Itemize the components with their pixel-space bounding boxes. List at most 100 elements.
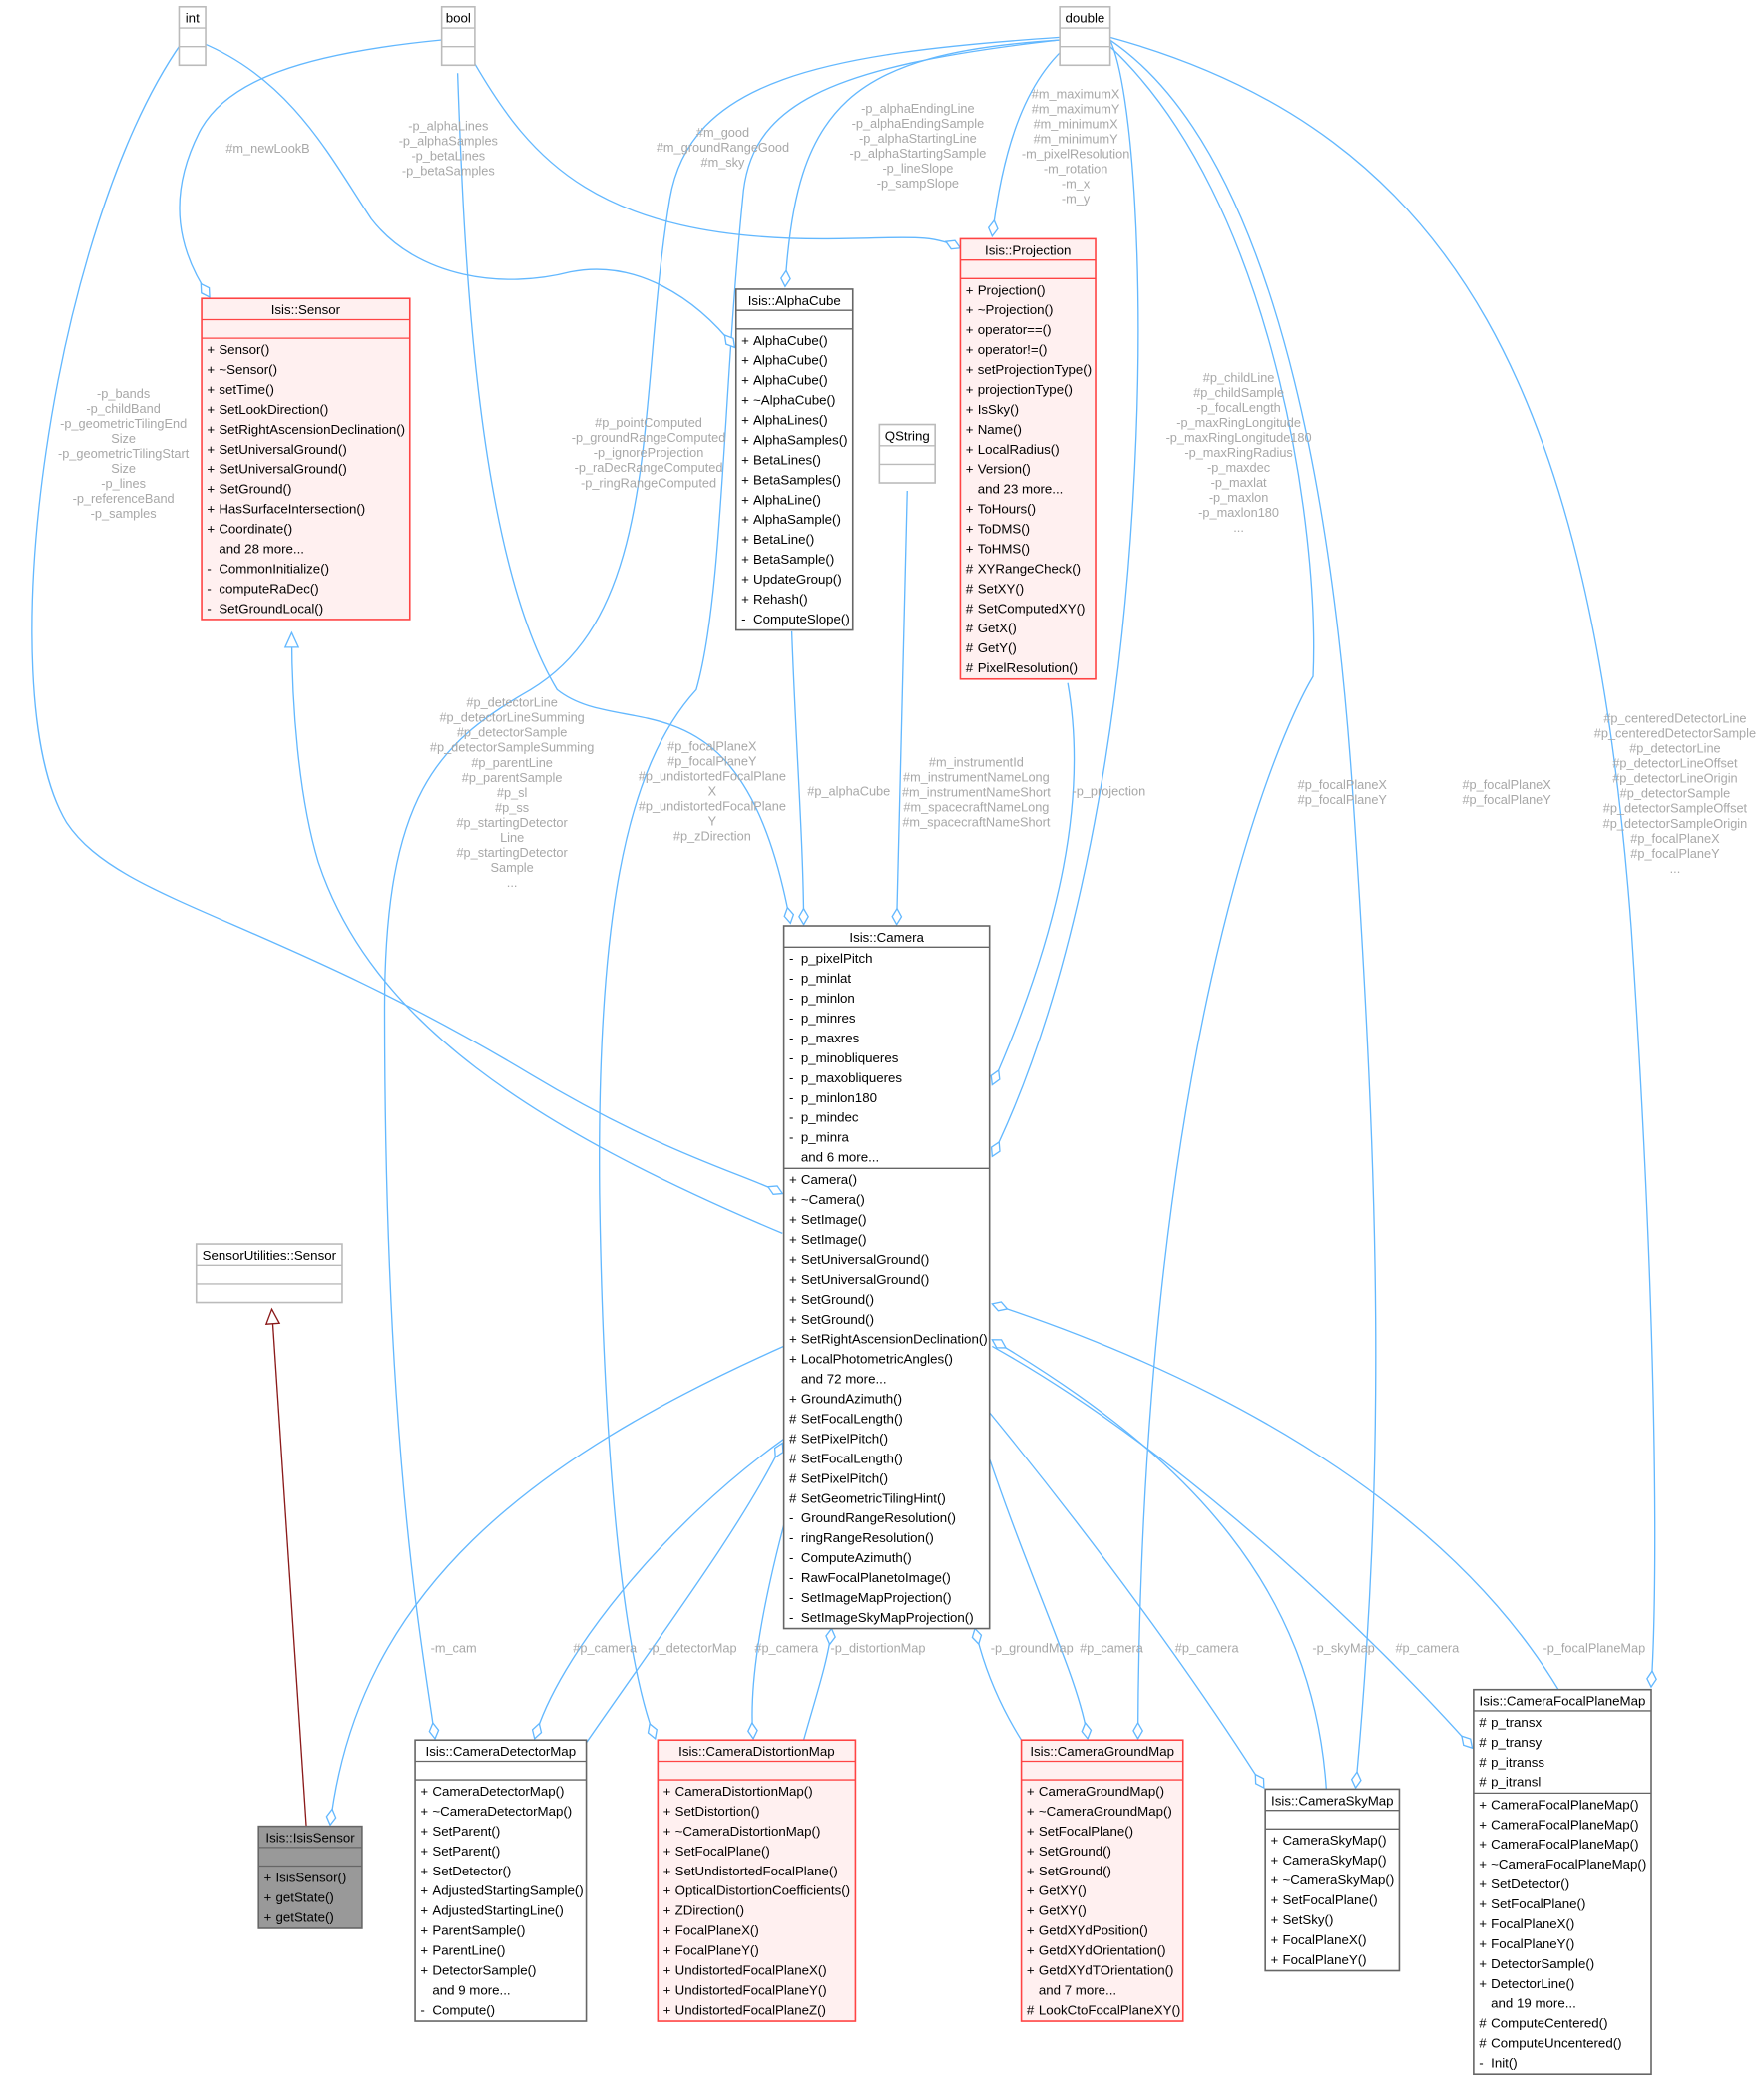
method-item[interactable]: BetaLines() [753, 452, 821, 467]
attribute-item[interactable]: p_itransl [1491, 1775, 1541, 1790]
method-item[interactable]: Rehash() [753, 592, 808, 607]
method-item[interactable]: getState() [275, 1909, 333, 1924]
method-item[interactable]: ComputeCentered() [1491, 2016, 1607, 2031]
method-item[interactable]: SetRightAscensionDeclination() [219, 422, 405, 437]
method-item[interactable]: ~AlphaCube() [753, 393, 835, 408]
method-item[interactable]: getState() [275, 1889, 333, 1904]
method-item[interactable]: GroundRangeResolution() [801, 1510, 956, 1525]
class-skymap[interactable]: Isis::CameraSkyMap+CameraSkyMap()+Camera… [1264, 1788, 1401, 1972]
attribute-item[interactable]: p_transy [1491, 1735, 1542, 1750]
method-item[interactable]: GetY() [978, 640, 1017, 655]
attribute-item[interactable]: p_minobliqueres [801, 1050, 899, 1065]
class-name[interactable]: Isis::CameraGroundMap [1030, 1744, 1174, 1759]
method-item[interactable]: SetGround() [1039, 1864, 1111, 1878]
method-item[interactable]: ~CameraDistortionMap() [675, 1824, 821, 1839]
method-item[interactable]: SetImage() [801, 1212, 867, 1227]
method-item[interactable]: FocalPlaneY() [675, 1943, 759, 1958]
method-item[interactable]: AlphaLines() [753, 413, 828, 428]
method-item[interactable]: ComputeUncentered() [1491, 2036, 1621, 2051]
method-item[interactable]: SetUndistortedFocalPlane() [675, 1864, 838, 1878]
class-alphacube[interactable]: Isis::AlphaCube+AlphaCube()+AlphaCube()+… [734, 288, 854, 631]
method-item[interactable]: setProjectionType() [978, 362, 1092, 377]
method-item[interactable]: ringRangeResolution() [801, 1530, 934, 1545]
method-item[interactable]: SetComputedXY() [978, 601, 1086, 616]
method-item[interactable]: SetGeometricTilingHint() [801, 1490, 946, 1505]
class-name[interactable]: Isis::Camera [849, 930, 924, 945]
method-item[interactable]: RawFocalPlanetoImage() [801, 1570, 951, 1585]
method-item[interactable]: ParentLine() [432, 1943, 505, 1958]
method-item[interactable]: CameraDetectorMap() [432, 1784, 564, 1799]
method-item[interactable]: SetFocalPlane() [1491, 1896, 1585, 1911]
method-item[interactable]: SetUniversalGround() [219, 462, 346, 477]
method-item[interactable]: ToHours() [978, 502, 1036, 517]
attribute-item[interactable]: p_mindec [801, 1110, 859, 1125]
method-item[interactable]: SetGround() [801, 1292, 874, 1307]
method-item[interactable]: SetGround() [219, 482, 291, 497]
method-item[interactable]: AlphaCube() [753, 373, 828, 388]
method-item[interactable]: CameraSkyMap() [1282, 1853, 1386, 1868]
attribute-item[interactable]: p_itranss [1491, 1755, 1544, 1770]
method-item[interactable]: ZDirection() [675, 1903, 744, 1918]
attribute-item[interactable]: p_pixelPitch [801, 951, 873, 966]
method-item[interactable]: projectionType() [978, 382, 1073, 397]
method-item[interactable]: ~CameraFocalPlaneMap() [1491, 1857, 1646, 1872]
method-item[interactable]: GetdXYdPosition() [1039, 1923, 1148, 1938]
method-item[interactable]: CommonInitialize() [219, 561, 329, 576]
method-item[interactable]: SetDetector() [1491, 1876, 1569, 1891]
method-item[interactable]: SetPixelPitch() [801, 1470, 888, 1485]
method-item[interactable]: FocalPlaneX() [1282, 1932, 1366, 1947]
method-item[interactable]: and 23 more... [978, 482, 1064, 497]
method-item[interactable]: AlphaCube() [753, 353, 828, 368]
method-item[interactable]: ComputeAzimuth() [801, 1550, 912, 1565]
method-item[interactable]: BetaSample() [753, 552, 834, 567]
method-item[interactable]: XYRangeCheck() [978, 561, 1081, 576]
method-item[interactable]: CameraFocalPlaneMap() [1491, 1797, 1638, 1812]
class-name[interactable]: double [1065, 11, 1104, 26]
method-item[interactable]: and 72 more... [801, 1372, 887, 1387]
method-item[interactable]: SetFocalPlane() [1282, 1892, 1377, 1907]
method-item[interactable]: DetectorSample() [432, 1963, 536, 1978]
method-item[interactable]: BetaLine() [753, 532, 814, 547]
class-isissensor[interactable]: Isis::IsisSensor+IsisSensor()+getState()… [257, 1825, 363, 1929]
class-name[interactable]: Isis::CameraFocalPlaneMap [1480, 1694, 1646, 1709]
method-item[interactable]: UndistortedFocalPlaneX() [675, 1963, 827, 1978]
class-name[interactable]: Isis::CameraSkyMap [1271, 1793, 1394, 1808]
method-item[interactable]: IsSky() [978, 402, 1019, 417]
method-item[interactable]: Sensor() [219, 342, 269, 357]
method-item[interactable]: SetUniversalGround() [219, 442, 346, 457]
class-int[interactable]: int [178, 5, 207, 67]
class-name[interactable]: Isis::IsisSensor [265, 1831, 355, 1846]
method-item[interactable]: GetXY() [1039, 1883, 1087, 1898]
method-item[interactable]: CameraGroundMap() [1039, 1784, 1164, 1799]
method-item[interactable]: ~Projection() [978, 302, 1054, 317]
class-qstring[interactable]: QString [878, 423, 936, 484]
method-item[interactable]: Projection() [978, 282, 1046, 297]
method-item[interactable]: SetRightAscensionDeclination() [801, 1332, 988, 1347]
method-item[interactable]: UndistortedFocalPlaneY() [675, 1982, 827, 1997]
method-item[interactable]: SetSky() [1282, 1912, 1333, 1927]
class-focalplanemap[interactable]: Isis::CameraFocalPlaneMap#p_transx#p_tra… [1473, 1688, 1652, 2076]
method-item[interactable]: AlphaSample() [753, 512, 841, 527]
method-item[interactable]: CameraDistortionMap() [675, 1784, 813, 1799]
attribute-item[interactable]: p_minra [801, 1130, 850, 1145]
attribute-item[interactable]: p_maxobliqueres [801, 1070, 903, 1085]
class-name[interactable]: QString [885, 428, 930, 443]
method-item[interactable]: SetParent() [432, 1824, 500, 1839]
method-item[interactable]: SetXY() [978, 581, 1024, 596]
method-item[interactable]: ComputeSlope() [753, 612, 850, 626]
method-item[interactable]: DetectorSample() [1491, 1956, 1594, 1971]
method-item[interactable]: GetdXYdOrientation() [1039, 1943, 1166, 1958]
method-item[interactable]: Compute() [432, 2002, 495, 2017]
method-item[interactable]: SetParent() [432, 1844, 500, 1859]
method-item[interactable]: LocalPhotometricAngles() [801, 1352, 953, 1367]
method-item[interactable]: UndistortedFocalPlaneZ() [675, 2002, 826, 2017]
method-item[interactable]: SetDetector() [432, 1864, 511, 1878]
class-name[interactable]: Isis::Projection [985, 242, 1071, 257]
method-item[interactable]: GetX() [978, 621, 1017, 635]
attribute-item[interactable]: p_minlon180 [801, 1090, 877, 1105]
method-item[interactable]: GetXY() [1039, 1903, 1087, 1918]
method-item[interactable]: computeRaDec() [219, 581, 318, 596]
method-item[interactable]: HasSurfaceIntersection() [219, 502, 365, 517]
class-name[interactable]: Isis::CameraDistortionMap [678, 1744, 834, 1759]
class-name[interactable]: Isis::Sensor [271, 302, 341, 317]
